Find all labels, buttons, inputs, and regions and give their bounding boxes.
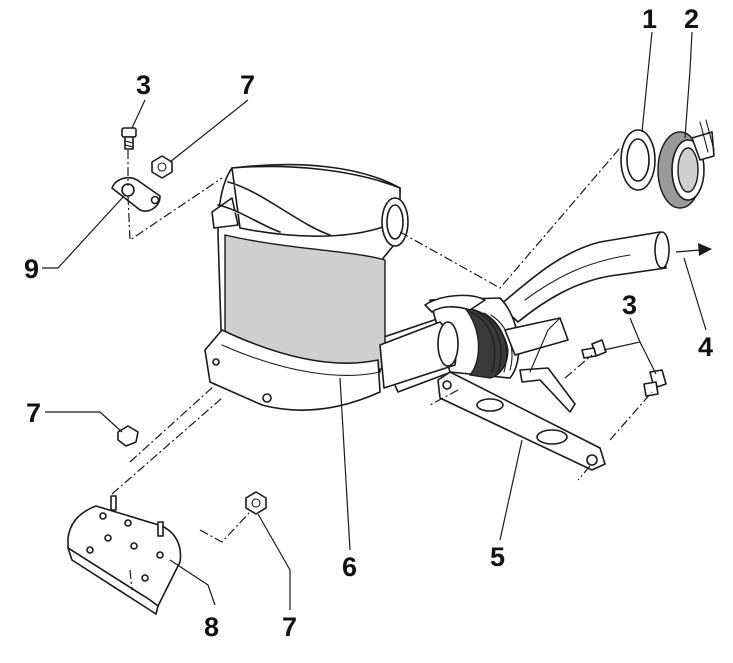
callout-1: 1	[642, 4, 657, 34]
callout-9: 9	[24, 254, 39, 284]
nut-bottom	[245, 491, 267, 515]
callout-2: 2	[684, 4, 699, 34]
bolt-right-lower	[643, 369, 667, 397]
assembly-lines	[111, 147, 653, 591]
nut-top	[151, 155, 173, 179]
callout-3-right: 3	[622, 290, 637, 320]
callout-7-left: 7	[26, 398, 41, 428]
mounting-bracket-9	[111, 176, 161, 212]
bolt-right-upper	[581, 339, 607, 359]
clamp	[657, 119, 715, 209]
flow-direction-arrow	[675, 243, 712, 256]
callout-7-bottom: 7	[282, 612, 297, 642]
callout-3-top: 3	[136, 70, 151, 100]
outlet-pipe	[379, 321, 459, 389]
callout-7-top: 7	[240, 70, 255, 100]
bolt-top-left	[121, 127, 137, 150]
callout-labels: 1 2 3 3 4 5 6 7 7 7 8 9	[24, 4, 713, 642]
particle-filter-body	[204, 163, 409, 411]
seal-ring	[620, 129, 656, 191]
nut-left	[117, 425, 139, 447]
leader-lines	[42, 31, 707, 610]
exhaust-pipe	[499, 231, 670, 323]
callout-6: 6	[342, 552, 357, 582]
bracket-5	[437, 317, 606, 471]
callout-4: 4	[698, 332, 713, 362]
mounting-plate-8	[67, 495, 182, 615]
callout-8: 8	[204, 612, 219, 642]
callout-5: 5	[490, 542, 505, 572]
